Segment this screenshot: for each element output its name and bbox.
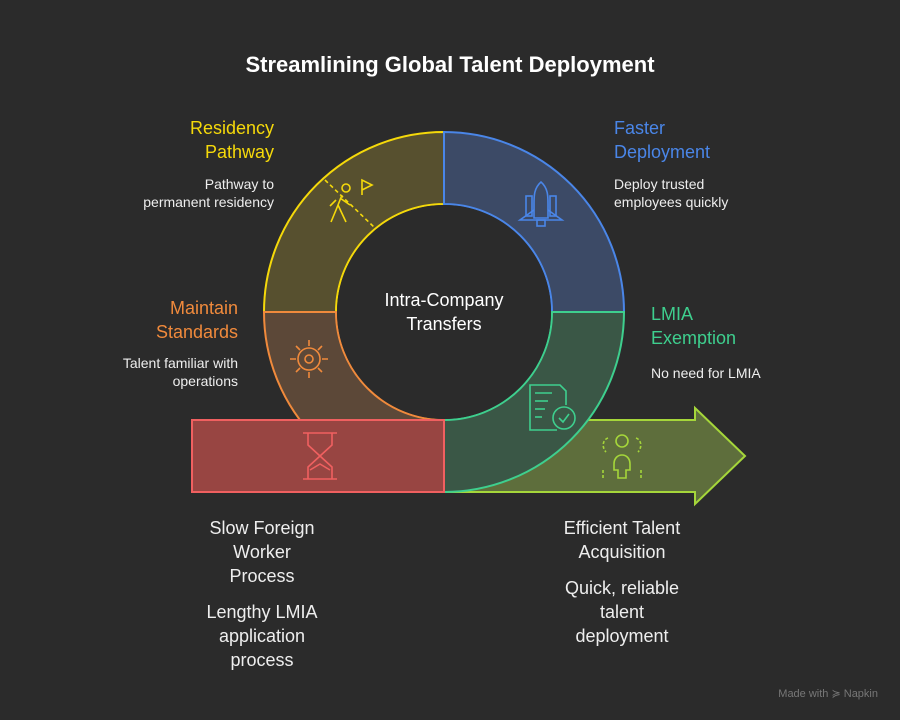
residency-desc-line: permanent residency [143, 194, 274, 210]
standards-desc-line: Talent familiar with [122, 355, 238, 371]
walking-person-flag-icon [324, 178, 376, 229]
slow-process-box [191, 419, 445, 493]
residency-title-line: Pathway [204, 142, 274, 162]
segment-residency [262, 130, 445, 313]
napkin-watermark: Made with ≽ Napkin [778, 688, 878, 700]
slow-desc: Lengthy LMIA application process [172, 600, 352, 672]
slow-desc-line: application [218, 626, 306, 646]
center-text: Intra-Company Transfers [384, 290, 504, 334]
efficient-desc-line: Quick, reliable [564, 578, 680, 598]
faster-desc-line: employees quickly [614, 194, 729, 210]
efficient-title-line: Acquisition [578, 542, 666, 562]
slow-desc-line: Lengthy LMIA [206, 602, 318, 622]
efficient-desc-line: deployment [575, 626, 669, 646]
residency-desc: Pathway to permanent residency [80, 175, 274, 211]
page-title: Streamlining Global Talent Deployment [245, 52, 655, 77]
faster-desc-line: Deploy trusted [614, 176, 705, 192]
faster-title-line: Deployment [614, 142, 711, 162]
residency-title-line: Residency [189, 118, 274, 138]
lmia-desc: No need for LMIA [651, 365, 761, 381]
slow-title-line: Worker [233, 542, 291, 562]
slow-title-line: Process [229, 566, 295, 586]
lmia-title-line: Exemption [651, 328, 737, 348]
efficient-desc-line: talent [599, 602, 645, 622]
team-people-icon [602, 434, 642, 479]
center-label: Intra-Company Transfers [344, 288, 544, 336]
efficient-title-line: Efficient Talent [563, 518, 681, 538]
residency-desc-line: Pathway to [204, 176, 274, 192]
standards-title-line: Standards [155, 322, 238, 342]
lmia-title: LMIA Exemption [651, 302, 736, 350]
gear-sun-icon [290, 340, 328, 378]
standards-desc-line: operations [172, 373, 238, 389]
standards-title-line: Maintain [169, 298, 238, 318]
slow-desc-line: process [230, 650, 294, 670]
standards-desc: Talent familiar with operations [60, 354, 238, 390]
efficient-desc: Quick, reliable talent deployment [522, 576, 722, 648]
faster-desc: Deploy trusted employees quickly [614, 175, 728, 211]
space-shuttle-icon [517, 180, 565, 227]
faster-title-line: Faster [614, 118, 666, 138]
hourglass-icon [303, 432, 337, 480]
document-check-icon [529, 384, 576, 431]
lmia-title-line: LMIA [651, 304, 694, 324]
segment-faster [443, 130, 626, 313]
segment-lmia [443, 311, 626, 494]
slow-title-line: Slow Foreign [209, 518, 315, 538]
